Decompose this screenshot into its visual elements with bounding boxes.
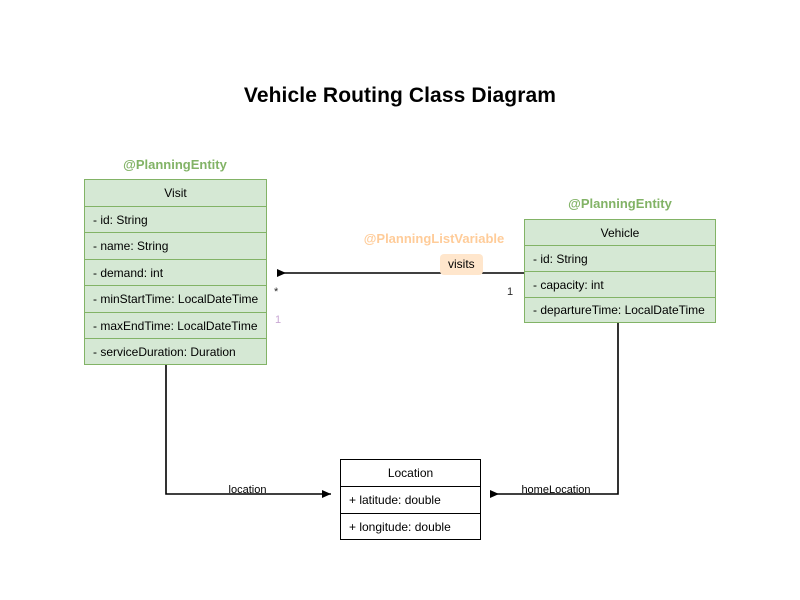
multiplicity-visit-secondary: 1 xyxy=(275,314,282,326)
class-attribute: + latitude: double xyxy=(340,486,481,513)
edge-home-location xyxy=(490,322,619,498)
multiplicity-vehicle-side: 1 xyxy=(507,286,514,298)
stereotype-vehicle: @PlanningEntity xyxy=(568,196,672,211)
stereotype-planning-list-variable: @PlanningListVariable xyxy=(363,231,505,246)
class-attribute: - capacity: int xyxy=(524,271,716,297)
class-attribute: - id: String xyxy=(84,206,267,232)
stereotype-visit: @PlanningEntity xyxy=(123,157,227,172)
edge-label-home-location: homeLocation xyxy=(521,484,591,496)
edge-label-visits: visits xyxy=(440,254,483,275)
class-box-visit[interactable]: Visit - id: String - name: String - dema… xyxy=(84,179,267,365)
class-attribute: - departureTime: LocalDateTime xyxy=(524,297,716,323)
class-attribute: + longitude: double xyxy=(340,513,481,540)
class-box-location[interactable]: Location + latitude: double + longitude:… xyxy=(340,459,481,540)
class-name-visit: Visit xyxy=(84,179,267,206)
class-attribute: - minStartTime: LocalDateTime xyxy=(84,285,267,312)
page-title: Vehicle Routing Class Diagram xyxy=(243,84,557,107)
class-attribute: - serviceDuration: Duration xyxy=(84,338,267,365)
multiplicity-visit-side: * xyxy=(274,286,279,298)
edge-location xyxy=(165,363,331,498)
class-name-vehicle: Vehicle xyxy=(524,219,716,245)
class-attribute: - demand: int xyxy=(84,259,267,285)
class-box-vehicle[interactable]: Vehicle - id: String - capacity: int - d… xyxy=(524,219,716,323)
class-attribute: - id: String xyxy=(524,245,716,271)
class-attribute: - maxEndTime: LocalDateTime xyxy=(84,312,267,338)
class-name-location: Location xyxy=(340,459,481,486)
edge-label-location: location xyxy=(228,484,267,496)
class-attribute: - name: String xyxy=(84,232,267,259)
